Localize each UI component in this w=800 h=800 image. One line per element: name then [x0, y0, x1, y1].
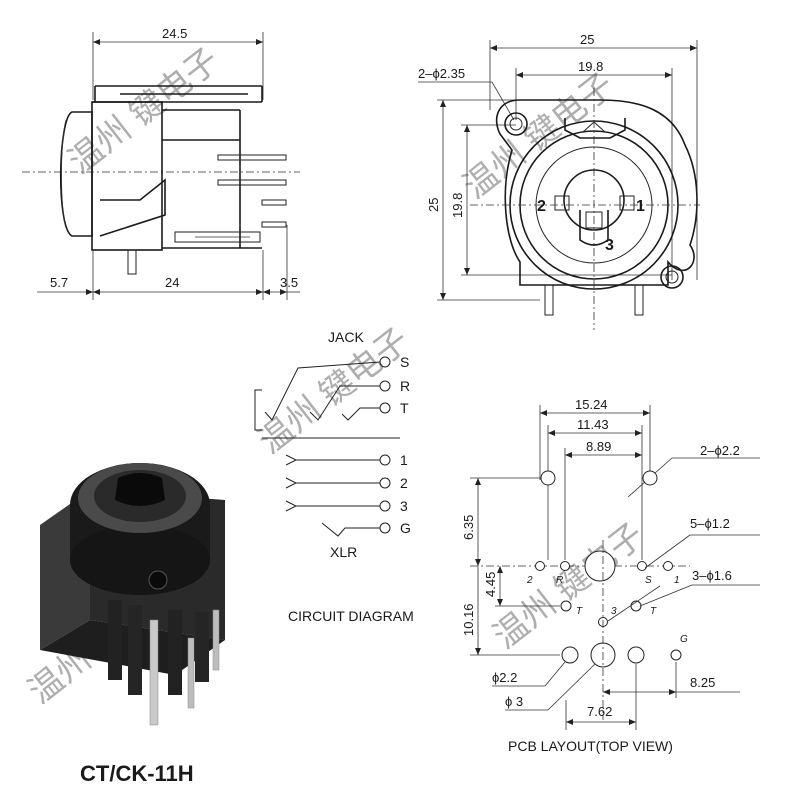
circuit-diagram: JACK S R T 1 2 3 G XLR CIRCUIT DIAGRAM — [254, 329, 414, 624]
side-dim-bottom: 24 — [165, 275, 179, 290]
side-dim-top: 24.5 — [162, 26, 187, 41]
pcb-pin-g: G — [680, 634, 688, 645]
circuit-xlr-pin-2: 2 — [400, 475, 408, 491]
watermark-1: 温州 键电子 — [62, 41, 227, 181]
side-view: 24.5 5.7 — [22, 26, 300, 300]
pcb-pin-t-right: T — [650, 606, 657, 617]
circuit-jack-pin-r: R — [400, 378, 410, 394]
pcb-hole-d22: ϕ2.2 — [492, 670, 517, 685]
pcb-dim-bottom: 7.62 — [587, 704, 612, 719]
pcb-pin-r: R — [556, 575, 563, 586]
pcb-pin-3: 3 — [611, 606, 617, 617]
watermark-5: 温州 键电子 — [487, 516, 652, 656]
pcb-pin-2: 2 — [526, 575, 533, 586]
pcb-dim-w3: 8.89 — [586, 439, 611, 454]
pcb-pin-s: S — [645, 575, 652, 586]
front-dim-width-inner: 19.8 — [578, 59, 603, 74]
circuit-jack-label: JACK — [328, 329, 364, 345]
side-dim-left: 5.7 — [50, 275, 68, 290]
pcb-dim-w1: 15.24 — [575, 397, 608, 412]
front-pin-1: 1 — [636, 198, 645, 215]
circuit-caption: CIRCUIT DIAGRAM — [288, 608, 414, 624]
front-dim-height-inner: 19.8 — [450, 193, 465, 218]
front-view: 25 19.8 2–ϕ2.35 25 19.8 — [418, 32, 700, 330]
pcb-hole-d3: ϕ 3 — [505, 694, 523, 709]
circuit-jack-pin-t: T — [400, 400, 409, 416]
product-model-label: CT/CK-11H — [80, 761, 194, 786]
front-dim-height-outer: 25 — [426, 198, 441, 212]
circuit-xlr-label: XLR — [330, 544, 357, 560]
front-dim-hole: 2–ϕ2.35 — [418, 66, 465, 81]
pcb-pin-t-left: T — [576, 606, 583, 617]
side-dim-right: 3.5 — [280, 275, 298, 290]
pcb-dim-h2: 4.45 — [483, 572, 498, 597]
circuit-xlr-pin-1: 1 — [400, 452, 408, 468]
pcb-dim-w2: 11.43 — [577, 417, 609, 432]
front-pin-2: 2 — [537, 198, 546, 215]
watermark-2: 温州 键电子 — [457, 66, 622, 206]
pcb-layout: 15.24 11.43 8.89 2–ϕ2.2 6.35 4.45 10.16 — [461, 397, 760, 754]
pcb-hole-small: 5–ϕ1.2 — [690, 516, 730, 531]
pcb-pin-1: 1 — [674, 575, 680, 586]
front-dim-width-outer: 25 — [580, 32, 594, 47]
pcb-caption: PCB LAYOUT(TOP VIEW) — [508, 738, 673, 754]
pcb-dim-h3: 10.16 — [461, 603, 476, 636]
product-illustration: CT/CK-11H — [40, 463, 225, 786]
pcb-hole-medium: 3–ϕ1.6 — [692, 568, 732, 583]
front-pin-3: 3 — [605, 237, 614, 254]
circuit-xlr-pin-3: 3 — [400, 498, 408, 514]
circuit-xlr-pin-g: G — [400, 520, 411, 536]
pcb-hole-large: 2–ϕ2.2 — [700, 443, 740, 458]
pcb-dim-right: 8.25 — [690, 675, 715, 690]
circuit-jack-pin-s: S — [400, 354, 409, 370]
pcb-dim-h1: 6.35 — [461, 515, 476, 540]
